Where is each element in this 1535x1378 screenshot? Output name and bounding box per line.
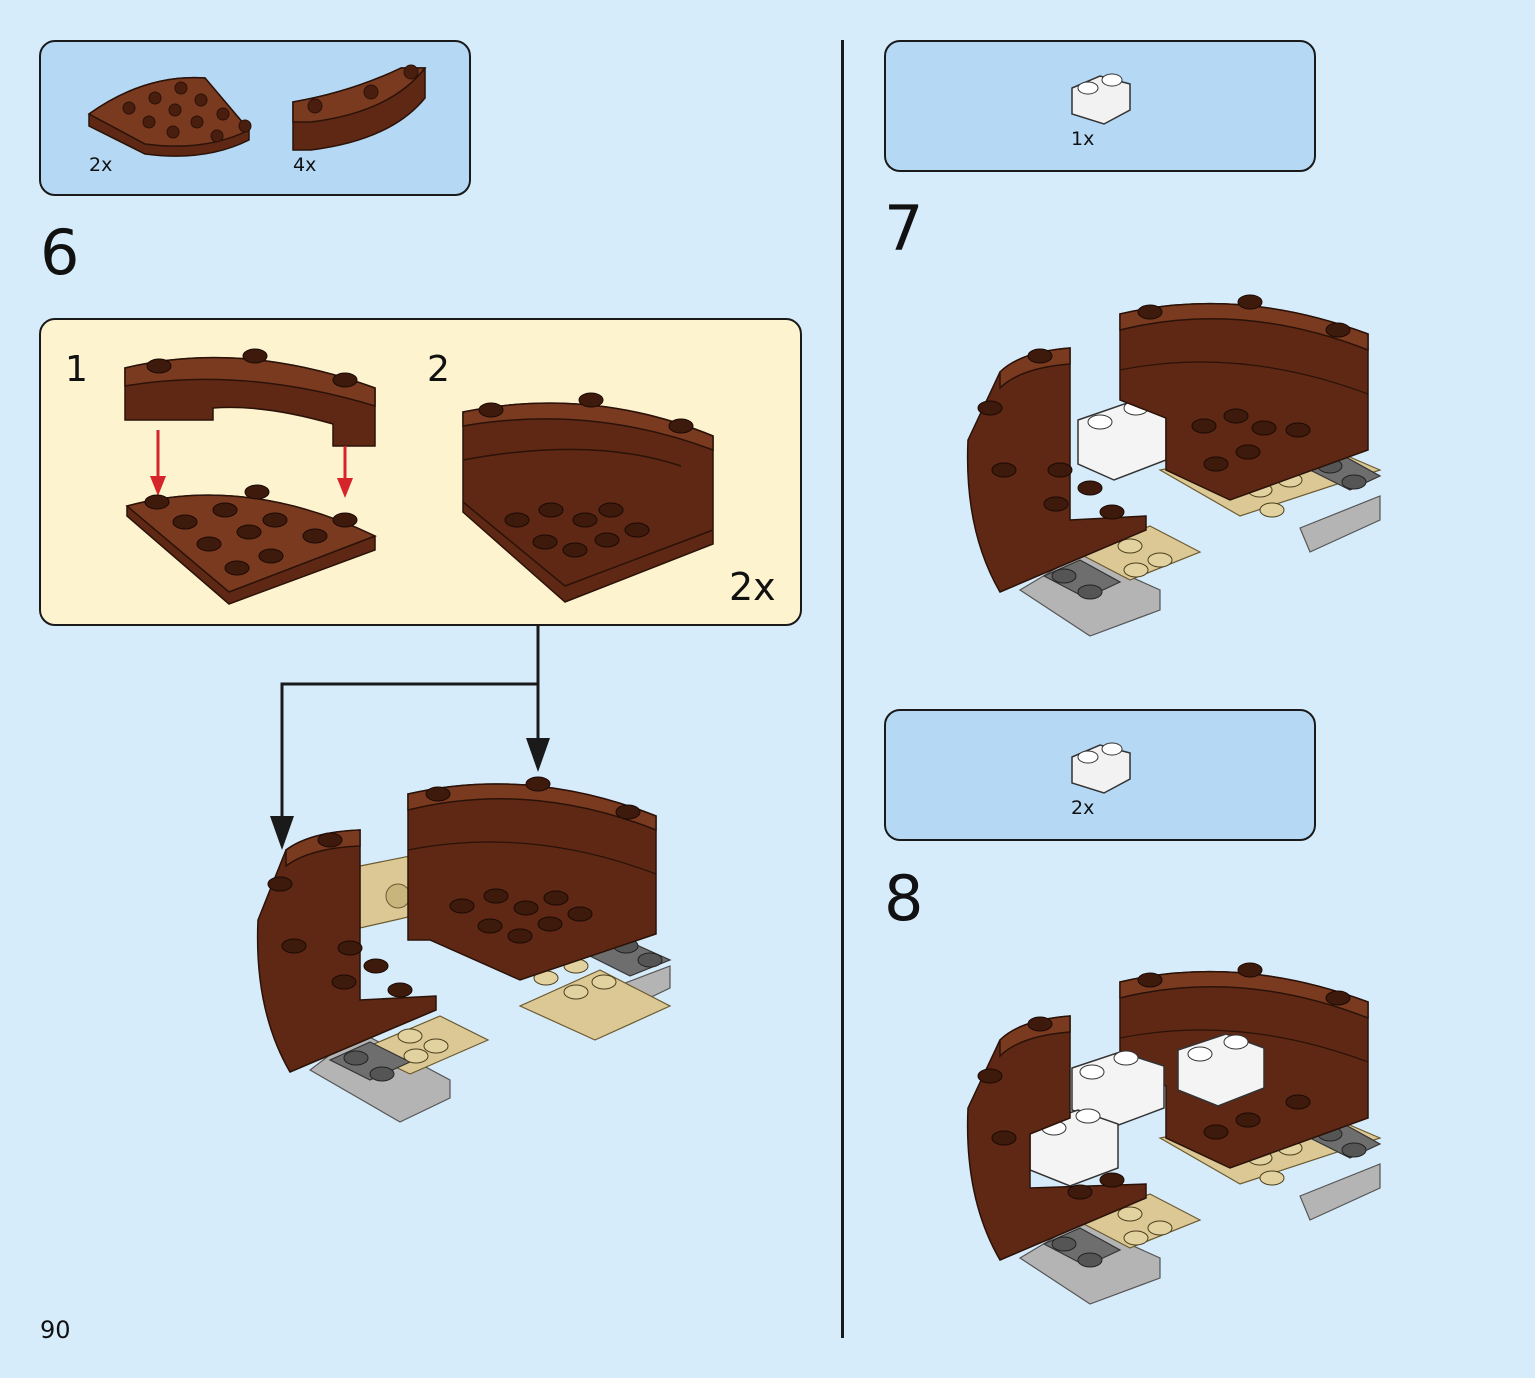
subassembly-box: 1 2 2x: [39, 318, 802, 626]
step-number: 8: [884, 862, 924, 935]
sub-step-number: 1: [65, 349, 88, 390]
curved-brick-icon: [292, 64, 427, 151]
red-arrow-icon: [150, 430, 166, 496]
white-double-round-brick-icon: [1071, 73, 1131, 125]
sub-step-number: 2: [427, 349, 450, 390]
step6-model-icon: [256, 776, 672, 1123]
part-qty: 2x: [1071, 797, 1095, 819]
curved-brick-icon: [124, 348, 376, 447]
connector-arrows: [270, 626, 550, 850]
page-number: 90: [40, 1316, 71, 1344]
red-arrow-icon: [337, 446, 353, 498]
step8-parts-box: 2x: [884, 709, 1316, 841]
part-qty: 2x: [89, 154, 113, 176]
step8-model-icon: [966, 962, 1382, 1305]
white-double-round-brick-icon: [1071, 742, 1131, 794]
part-qty: 1x: [1071, 128, 1095, 150]
quarter-round-plate-icon: [125, 484, 377, 605]
part-qty: 4x: [293, 154, 317, 176]
step-number: 7: [884, 192, 924, 265]
subassembly-multiplier: 2x: [729, 565, 776, 609]
step6-parts-box: 2x 4x: [39, 40, 471, 196]
step-number: 6: [40, 216, 80, 289]
column-divider: [841, 40, 844, 1338]
corner-assembly-icon: [462, 392, 714, 603]
quarter-round-plate-icon: [87, 76, 252, 157]
step7-model-icon: [966, 294, 1382, 637]
step7-parts-box: 1x: [884, 40, 1316, 172]
